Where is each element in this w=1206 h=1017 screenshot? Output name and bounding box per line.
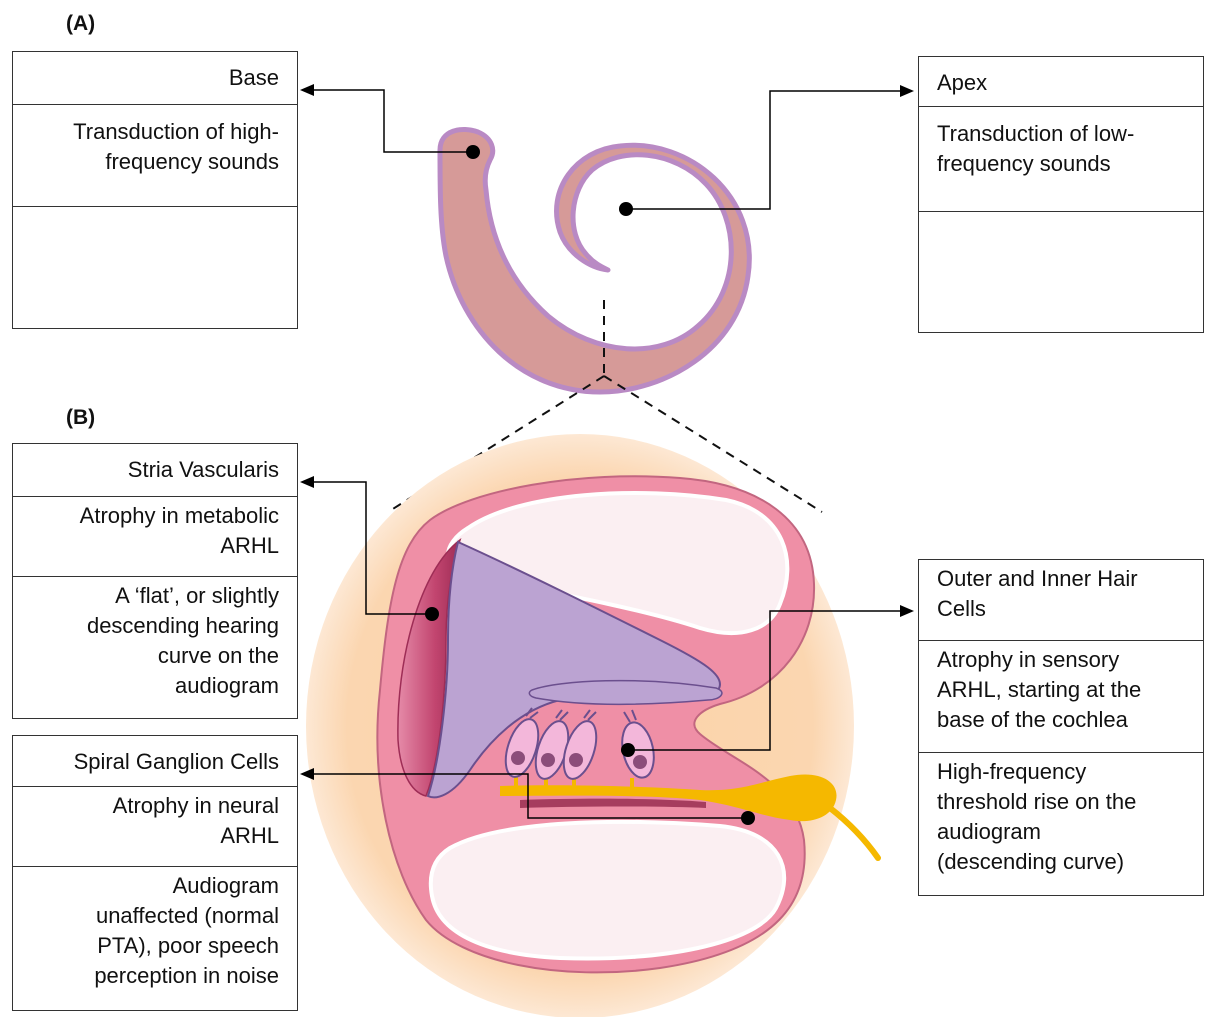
cochlea-spiral [440,129,749,392]
apex-wave-cell [919,211,1203,331]
spiral-ganglion-box: Spiral Ganglion Cells Atrophy in neural … [12,735,298,1011]
spiral-ganglion-title: Spiral Ganglion Cells [13,736,297,786]
stria-vascularis-box: Stria Vascularis Atrophy in metabolic AR… [12,443,298,719]
base-description: Transduction of high- frequency sounds [13,104,297,206]
base-box: Base Transduction of high- frequency sou… [12,51,298,329]
stria-audiogram: A ‘flat’, or slightly descending hearing… [13,576,297,718]
stria-atrophy: Atrophy in metabolic ARHL [13,496,297,576]
base-wave-cell [13,206,297,328]
apex-description: Transduction of low- frequency sounds [919,106,1203,211]
base-title: Base [13,52,297,104]
hair-cells-box: Outer and Inner Hair Cells Atrophy in se… [918,559,1204,896]
panel-a-label: (A) [66,12,95,36]
stria-title: Stria Vascularis [13,444,297,496]
apex-title: Apex [919,57,1203,106]
spiral-ganglion-atrophy: Atrophy in neural ARHL [13,786,297,866]
hair-cells-audiogram: High-frequency threshold rise on the aud… [919,752,1203,894]
panel-b-label: (B) [66,406,95,430]
hair-cells-title: Outer and Inner Hair Cells [919,560,1203,640]
hair-cells-atrophy: Atrophy in sensory ARHL, starting at the… [919,640,1203,752]
apex-box: Apex Transduction of low- frequency soun… [918,56,1204,333]
spiral-ganglion-audiogram: Audiogram unaffected (normal PTA), poor … [13,866,297,1010]
cross-section [306,434,878,1017]
